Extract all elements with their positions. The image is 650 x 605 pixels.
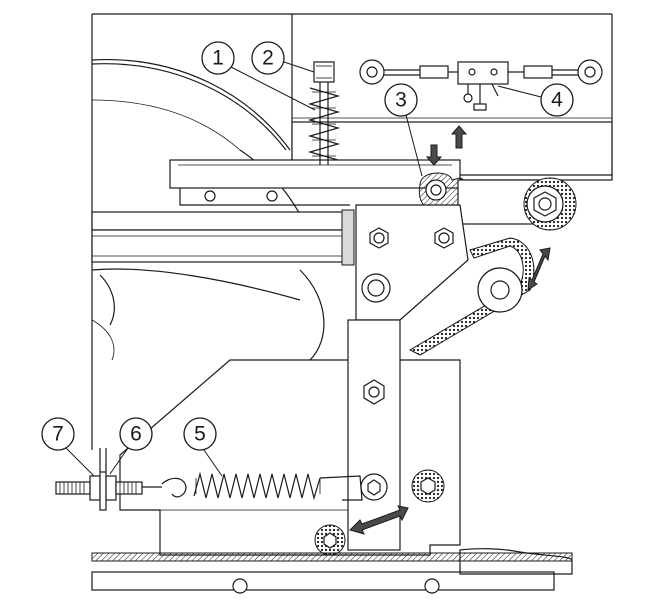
compression-spring [307, 61, 341, 165]
callout-7: 7 [41, 417, 95, 477]
callout-1-label: 1 [212, 47, 224, 70]
idler-pulley [477, 267, 523, 313]
callout-6: 6 [109, 417, 153, 475]
adjusting-bolt [55, 448, 143, 511]
right-double-arrow [527, 247, 551, 291]
callout-7-label: 7 [52, 423, 64, 446]
callout-4-label: 4 [551, 89, 563, 112]
callout-3: 3 [384, 83, 423, 177]
guide-rail [91, 209, 355, 266]
callout-1: 1 [201, 41, 316, 111]
lower-double-arrow [349, 505, 409, 535]
down-arrow-lever [425, 144, 443, 166]
micro-switch-assembly [359, 59, 603, 111]
callout-2: 2 [251, 41, 315, 75]
up-arrow-switch [450, 125, 468, 149]
right-arm [457, 177, 577, 231]
knurled-nut-bottom [314, 524, 346, 556]
cam-plate [355, 204, 469, 321]
tension-spring [140, 471, 363, 501]
knurled-nut-right [411, 469, 445, 503]
callout-6-label: 6 [130, 423, 142, 446]
callout-5-label: 5 [194, 423, 206, 446]
callout-2-label: 2 [262, 47, 274, 70]
callout-5: 5 [183, 417, 223, 477]
lower-housing [119, 359, 461, 556]
lever-roller [418, 172, 468, 211]
large-wheel [91, 58, 325, 361]
vertical-link [347, 319, 401, 551]
base-plate [91, 548, 573, 594]
callout-4: 4 [497, 83, 574, 117]
lever-plate [169, 159, 461, 206]
callout-3-label: 3 [395, 89, 407, 112]
